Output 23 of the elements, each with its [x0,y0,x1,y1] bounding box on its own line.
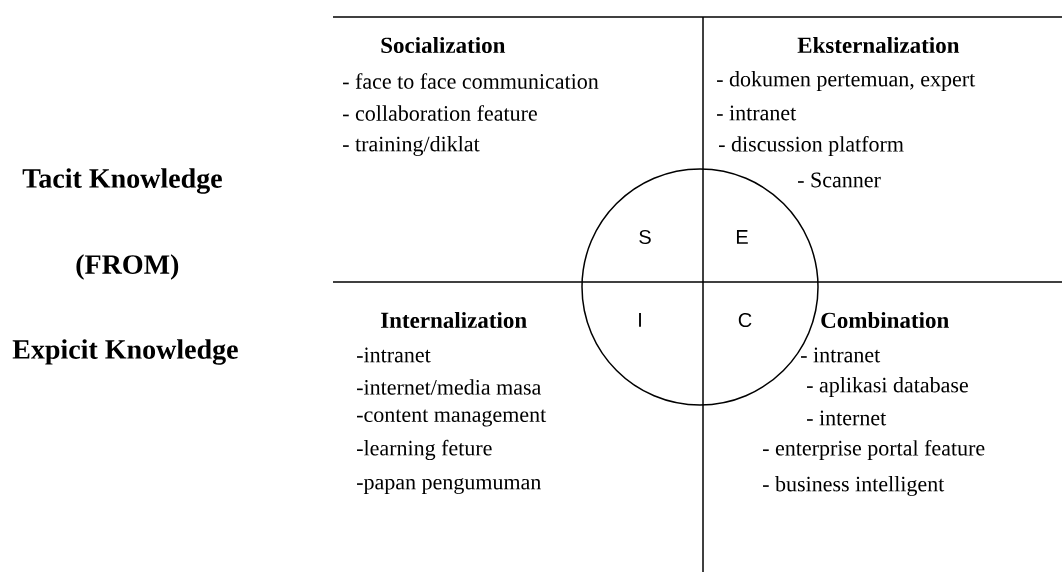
list-item: -internet/media masa [357,379,542,395]
list-item: - collaboration feature [343,105,537,121]
list-item: - training/diklat [343,136,480,156]
list-item: - aplikasi database [807,377,968,397]
list-item: - Scanner [798,172,881,188]
axis-label: (FROM) [76,254,179,280]
quadrant-heading: Socialization [381,36,506,54]
list-item: - face to face communication [343,73,599,89]
list-item: -content management [357,409,547,427]
list-item: - business intelligent [763,476,945,496]
list-item: - intranet [717,105,797,121]
quadrant-heading: Eksternalization [797,36,960,54]
list-item: - internet [807,410,887,426]
list-item: -learning feture [357,439,492,461]
list-item: -papan pengumuman [357,477,541,494]
list-item: - enterprise portal feature [763,439,985,461]
list-item: -intranet [357,347,431,363]
list-item: - discussion platform [719,135,904,157]
quadrant-heading: Internalization [381,311,527,329]
axis-label: Expicit Knowledge [12,339,238,365]
list-item: - dokumen pertemuan, expert [717,71,976,91]
axis-label: Tacit Knowledge [22,168,222,194]
list-item: - intranet [801,347,881,363]
